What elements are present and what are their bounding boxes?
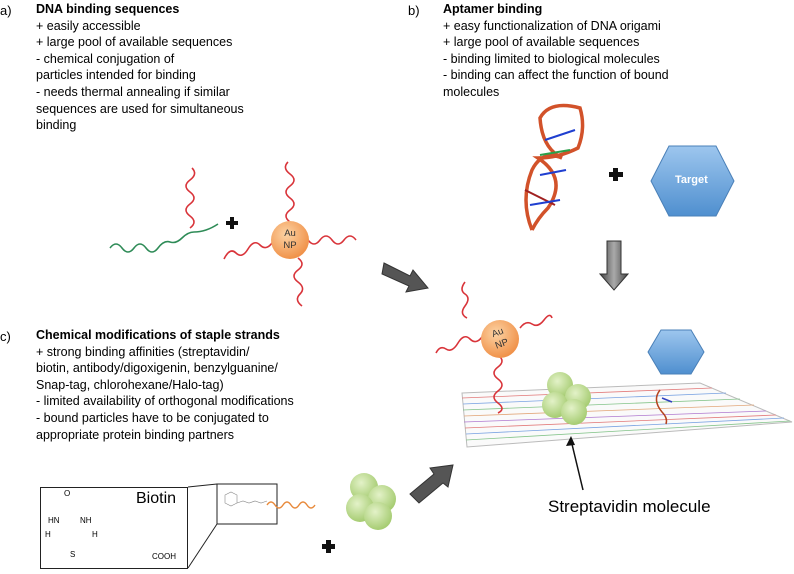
plus-sign-c bbox=[322, 540, 335, 553]
panel-c-line: + strong binding affinities (streptavidi… bbox=[36, 344, 250, 359]
panel-b-line: + large pool of available sequences bbox=[443, 35, 640, 50]
panel-b-text: Aptamer binding + easy functionalization… bbox=[443, 1, 669, 101]
streptavidin-bound bbox=[542, 372, 591, 425]
target-bound bbox=[647, 329, 705, 425]
biotin-label: Biotin bbox=[136, 490, 177, 507]
au-nanoparticle-a bbox=[223, 161, 357, 307]
panel-a-line: sequences are used for simultaneous bbox=[36, 101, 244, 116]
panel-c-line: Snap-tag, chlorohexane/Halo-tag) bbox=[36, 377, 224, 392]
panel-b-title: Aptamer binding bbox=[443, 2, 543, 16]
au-np-label-line1: Au bbox=[284, 228, 296, 239]
au-np-label-line2: NP bbox=[283, 240, 297, 251]
streptavidin-pointer bbox=[566, 436, 584, 491]
panel-c-line: - limited availability of orthogonal mod… bbox=[36, 394, 294, 409]
arrow-a-to-result bbox=[381, 262, 429, 293]
panel-a-line: - chemical conjugation of bbox=[36, 51, 175, 66]
panel-a-line: binding bbox=[36, 118, 77, 133]
plus-sign-b bbox=[609, 168, 623, 181]
panel-c-text: Chemical modifications of staple strands… bbox=[36, 327, 294, 443]
panel-c-line: - bound particles have to be conjugated … bbox=[36, 410, 269, 425]
panel-a-text: DNA binding sequences + easily accessibl… bbox=[36, 1, 244, 134]
panel-a-line: - needs thermal annealing if similar bbox=[36, 84, 230, 99]
biotin-sulfur: S bbox=[70, 550, 76, 559]
panel-a-title: DNA binding sequences bbox=[36, 2, 180, 16]
au-nanoparticle-bound bbox=[435, 281, 553, 414]
biotin-strand-inset bbox=[187, 483, 316, 569]
panel-b-marker: b) bbox=[408, 3, 420, 18]
panel-b-line: molecules bbox=[443, 84, 500, 99]
panel-b-line: - binding can affect the function of bou… bbox=[443, 68, 669, 83]
target-hexagon bbox=[650, 145, 735, 217]
panel-a-line: + easily accessible bbox=[36, 18, 141, 33]
panel-c-line: biotin, antibody/digoxigenin, benzylguan… bbox=[36, 361, 278, 376]
biotin-cooh: COOH bbox=[152, 552, 176, 561]
dna-strand-red bbox=[185, 167, 196, 229]
dna-strand-green bbox=[109, 223, 219, 253]
arrow-b-to-result bbox=[598, 240, 630, 291]
panel-b-line: - binding limited to biological molecule… bbox=[443, 51, 660, 66]
panel-a-line: particles intended for binding bbox=[36, 68, 196, 83]
streptavidin-free bbox=[346, 473, 396, 530]
panel-a-line: + large pool of available sequences bbox=[36, 35, 233, 50]
au-np-label-a: Au NP bbox=[278, 228, 302, 252]
biotin-hn: HN bbox=[48, 516, 60, 525]
plus-sign-a bbox=[226, 217, 238, 229]
biotin-nh: NH bbox=[80, 516, 92, 525]
panel-b-line: + easy functionalization of DNA origami bbox=[443, 18, 661, 33]
biotin-inset-box bbox=[40, 487, 188, 569]
target-label: Target bbox=[675, 174, 708, 186]
panel-c-marker: c) bbox=[0, 329, 11, 344]
aptamer-structure bbox=[524, 103, 585, 231]
biotin-carbonyl-o: O bbox=[64, 489, 71, 498]
panel-c-line: appropriate protein binding partners bbox=[36, 427, 235, 442]
arrow-c-to-result bbox=[409, 464, 454, 504]
streptavidin-label: Streptavidin molecule bbox=[548, 497, 711, 516]
panel-c-title: Chemical modifications of staple strands bbox=[36, 328, 280, 342]
panel-a-marker: a) bbox=[0, 3, 12, 18]
dna-origami-sheet bbox=[461, 382, 793, 448]
biotin-h-right: H bbox=[92, 530, 98, 539]
biotin-h-left: H bbox=[45, 530, 51, 539]
